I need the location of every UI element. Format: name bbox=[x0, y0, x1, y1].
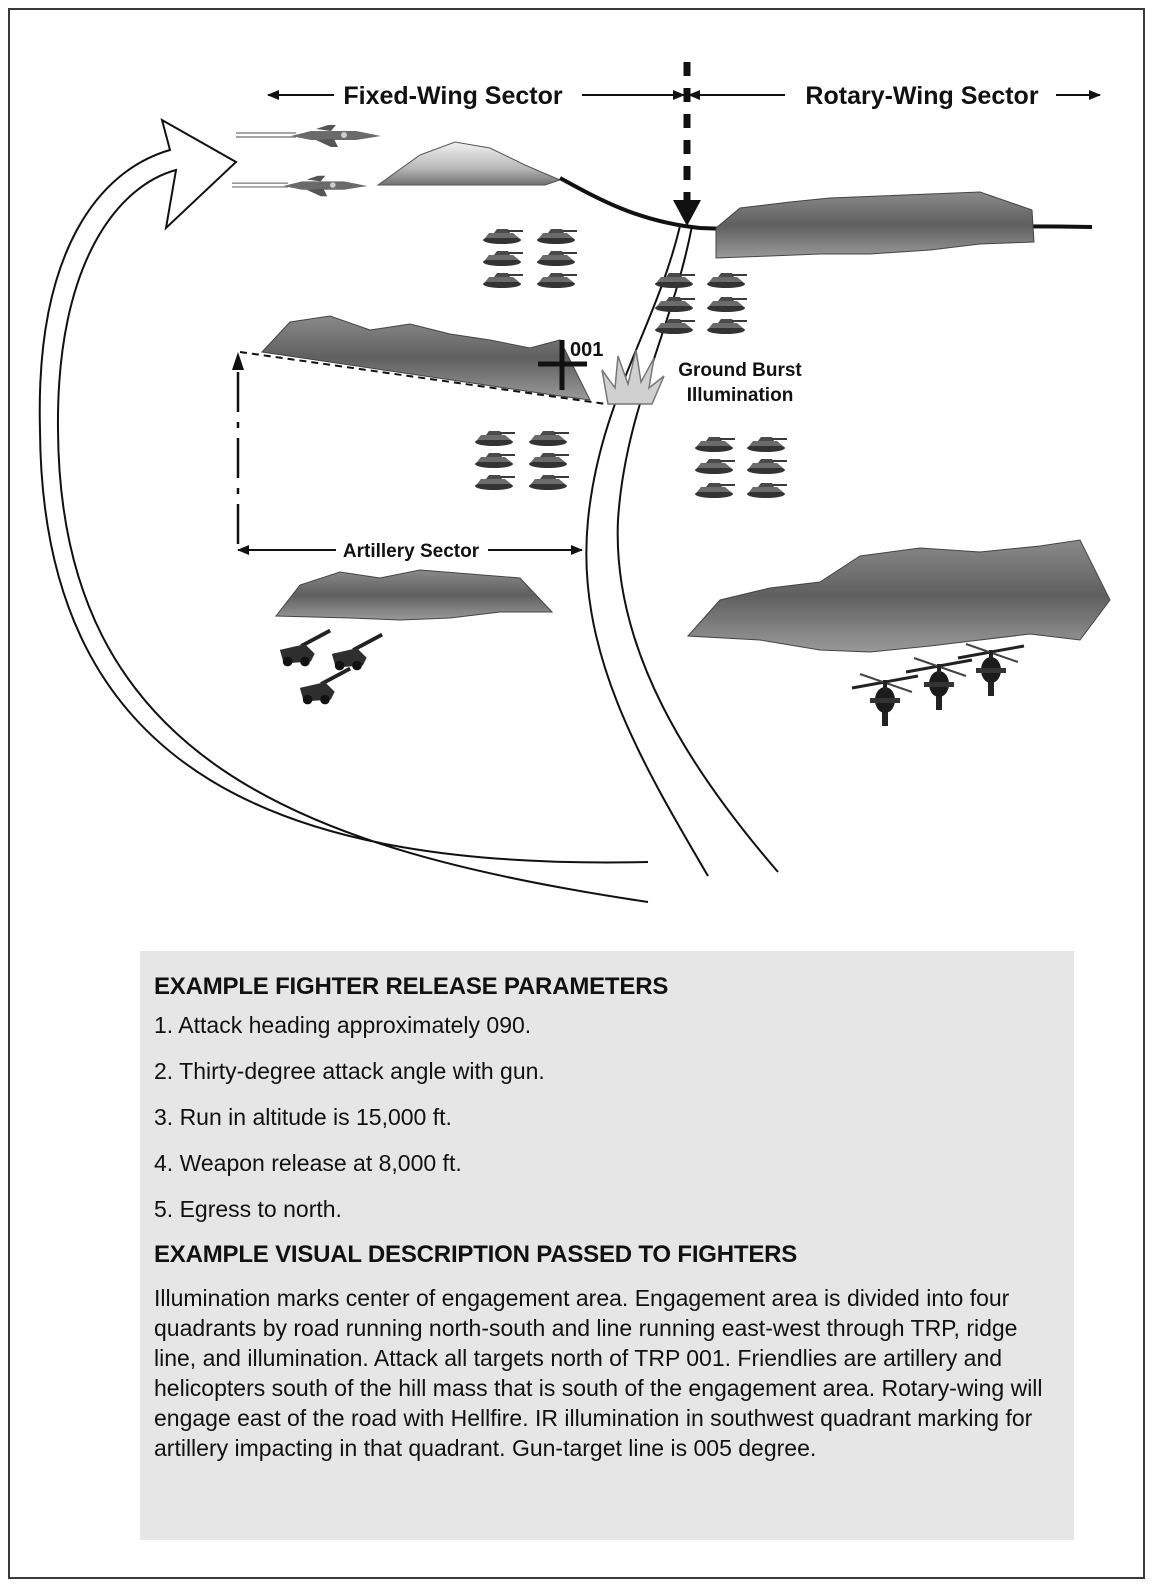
ridge-icon bbox=[260, 315, 591, 401]
hill-mass-icon bbox=[275, 569, 554, 621]
illumination-label-line1: Ground Burst bbox=[678, 360, 802, 381]
artillery-icon bbox=[329, 632, 385, 672]
parameter-item: 5. Egress to north. bbox=[154, 1196, 342, 1222]
description-heading: EXAMPLE VISUAL DESCRIPTION PASSED TO FIG… bbox=[154, 1241, 798, 1268]
artillery-sector-text: Artillery Sector bbox=[343, 541, 480, 562]
enemy-tank-group bbox=[695, 437, 787, 498]
instructions-panel: EXAMPLE FIGHTER RELEASE PARAMETERS 1. At… bbox=[140, 951, 1074, 1540]
enemy-tank-group bbox=[483, 229, 577, 288]
mountain-icon bbox=[376, 141, 562, 186]
trp-label: 001 bbox=[570, 339, 603, 361]
parameters-heading: EXAMPLE FIGHTER RELEASE PARAMETERS bbox=[154, 973, 669, 1000]
helicopter-icon bbox=[850, 672, 920, 728]
illumination-label-line2: Illumination bbox=[687, 385, 794, 406]
fixed-wing-sector-label: Fixed-Wing Sector bbox=[267, 82, 685, 110]
helicopter-icon bbox=[904, 656, 974, 712]
fighter-jet-icon bbox=[236, 125, 382, 147]
trp-marker: 001 bbox=[538, 339, 603, 390]
parameter-item: 1. Attack heading approximately 090. bbox=[154, 1012, 532, 1038]
enemy-tank-group bbox=[655, 273, 747, 334]
artillery-sector-label: Artillery Sector bbox=[237, 541, 583, 562]
hill-mass-icon bbox=[715, 191, 1035, 259]
helicopter-icon bbox=[956, 642, 1026, 698]
rotary-wing-sector-text: Rotary-Wing Sector bbox=[805, 82, 1038, 110]
parameters-list: 1. Attack heading approximately 090. 2. … bbox=[154, 1011, 1060, 1223]
page-border bbox=[8, 8, 1145, 1579]
hill-mass-icon bbox=[686, 539, 1111, 653]
parameter-item: 2. Thirty-degree attack angle with gun. bbox=[154, 1058, 545, 1084]
engagement-diagram: Fixed-Wing Sector Rotary-Wing Sector bbox=[38, 62, 1111, 903]
parameter-item: 4. Weapon release at 8,000 ft. bbox=[154, 1150, 462, 1176]
fixed-wing-sector-text: Fixed-Wing Sector bbox=[343, 82, 563, 110]
rotary-wing-sector-label: Rotary-Wing Sector bbox=[688, 82, 1101, 110]
description-text: Illumination marks center of engagement … bbox=[154, 1285, 1043, 1461]
sector-boundary-arrow bbox=[673, 62, 701, 226]
attack-route-arrow bbox=[38, 117, 649, 903]
artillery-icon bbox=[277, 628, 333, 668]
artillery-sector-boundary bbox=[232, 352, 244, 544]
artillery-icon bbox=[297, 666, 353, 706]
enemy-tank-group bbox=[475, 431, 569, 490]
ground-burst-illumination-icon bbox=[601, 349, 665, 405]
fighter-jet-icon bbox=[232, 175, 369, 197]
east-west-line bbox=[239, 351, 607, 405]
parameter-item: 3. Run in altitude is 15,000 ft. bbox=[154, 1104, 452, 1130]
